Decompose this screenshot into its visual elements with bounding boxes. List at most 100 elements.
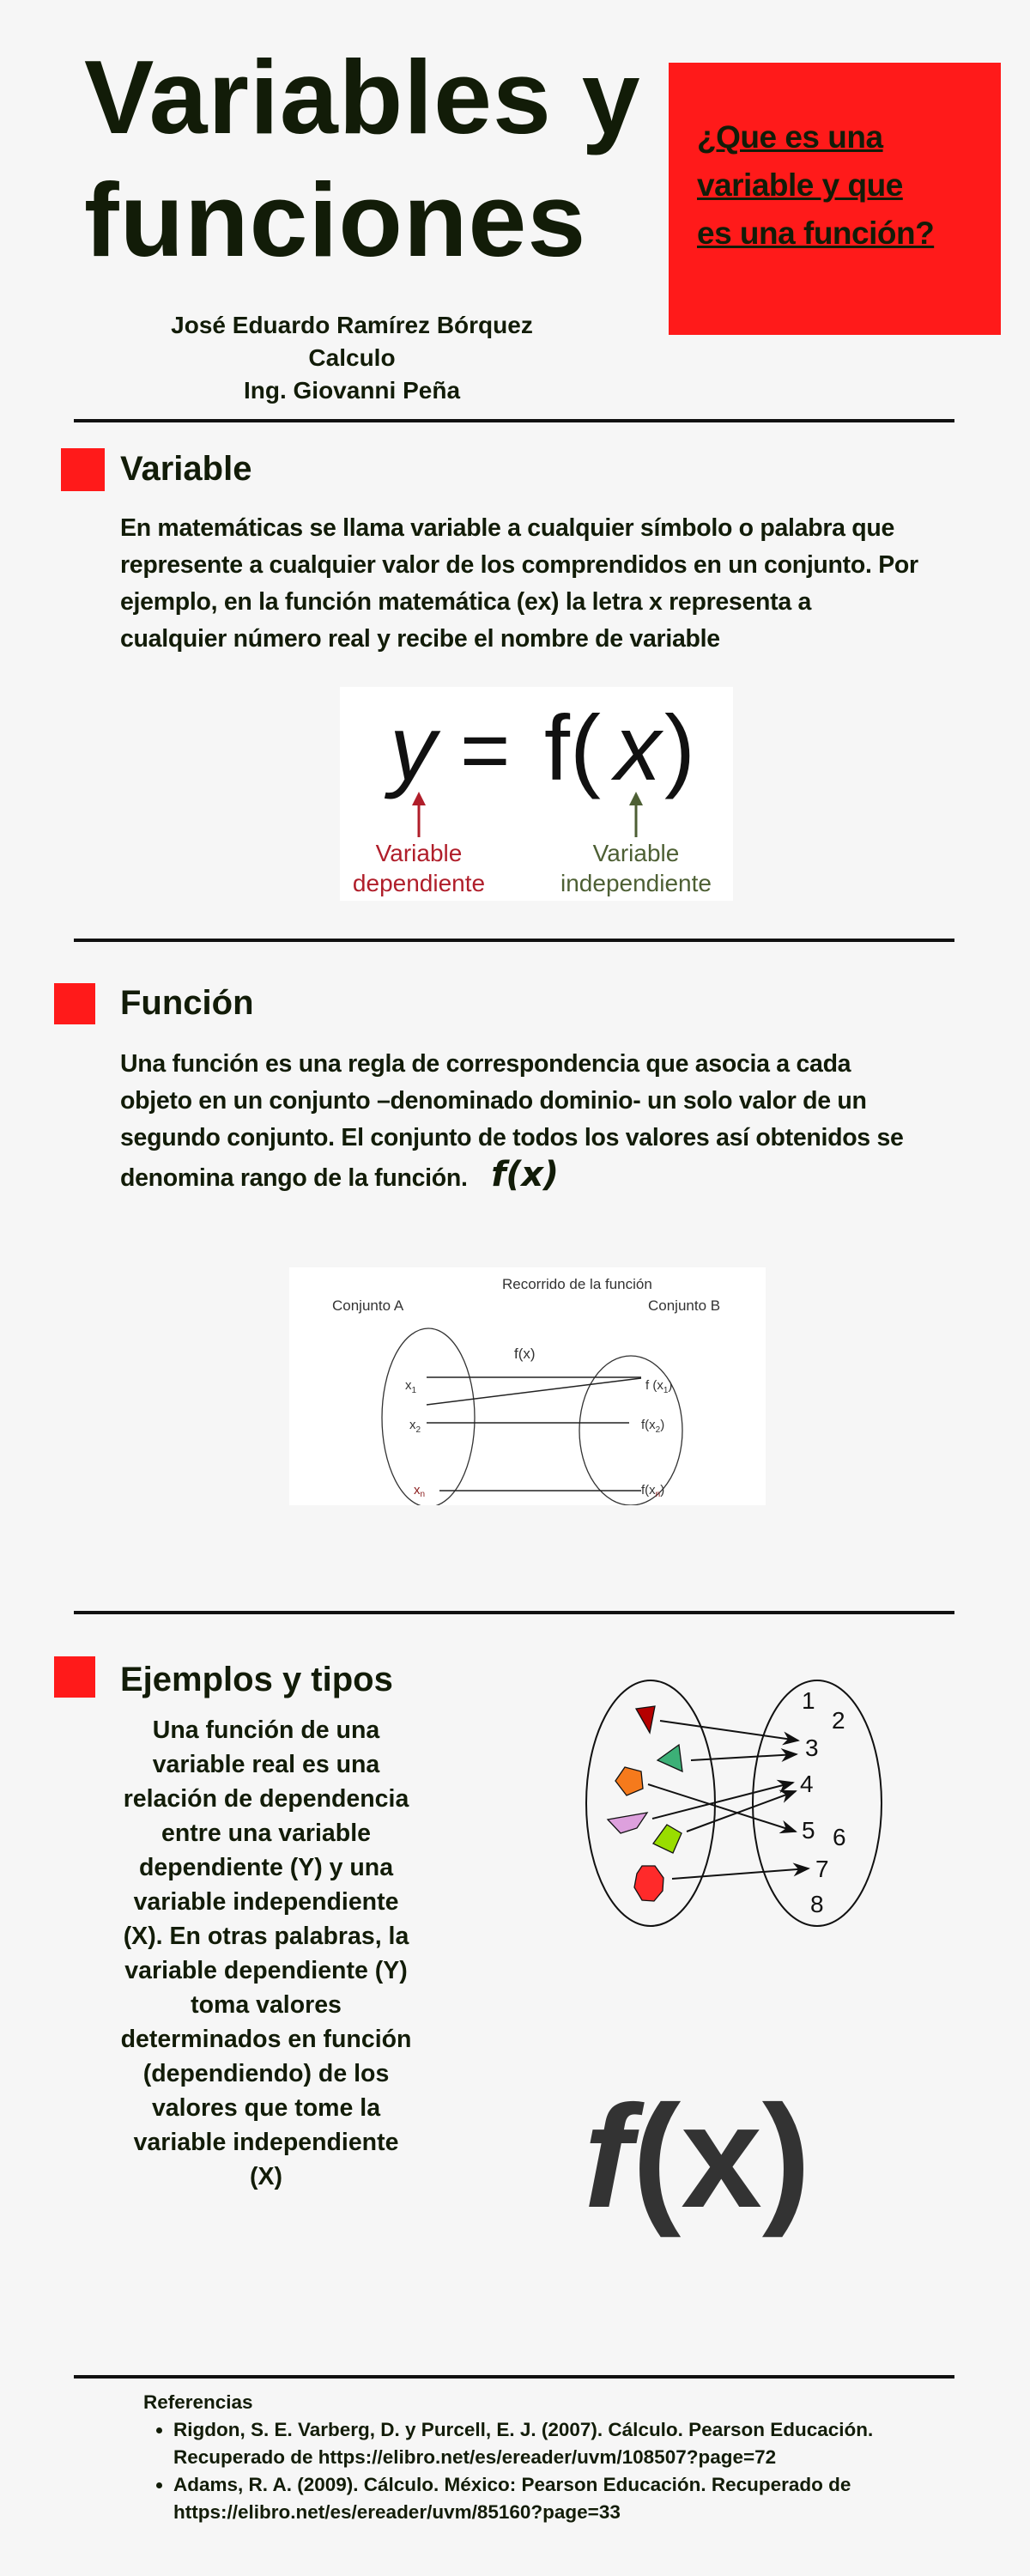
number-label: 6 (833, 1824, 846, 1850)
mapping-arrow (659, 1720, 800, 1746)
reference-item: Rigdon, S. E. Varberg, D. y Purcell, E. … (173, 2416, 912, 2471)
set-a-label: Conjunto A (332, 1297, 404, 1314)
equation-x: x (610, 696, 664, 799)
section-marker (54, 983, 95, 1024)
text-line-part: denomina rango de la función. (120, 1164, 468, 1192)
diagram-title: Recorrido de la función (502, 1276, 652, 1292)
section-marker (61, 448, 105, 491)
text-line: En matemáticas se llama variable a cualq… (120, 514, 895, 542)
equation-close: ) (664, 696, 695, 799)
text-line: variable independiente (133, 1888, 399, 1916)
trapezoid-shape (606, 1812, 649, 1834)
text-line: (X) (250, 2163, 282, 2190)
text-line: segundo conjunto. El conjunto de todos l… (120, 1124, 904, 1151)
text-line: (dependiendo) de los (142, 2060, 390, 2087)
number-label: 2 (832, 1707, 845, 1734)
set-a-ellipse (381, 1327, 476, 1505)
text-line: denomina rango de la función. f(x) (120, 1157, 904, 1197)
references: Referencias Rigdon, S. E. Varberg, D. y … (143, 2389, 912, 2526)
text-line: cualquier número real y recibe el nombre… (120, 625, 720, 653)
ejemplos-paragraph: Una función de una variable real es una … (94, 1713, 438, 2194)
fx-icon: f(x) (491, 1155, 559, 1194)
arrowhead-icon (412, 792, 426, 805)
square-shape (652, 1824, 682, 1854)
section-heading-variable: Variable (120, 450, 252, 488)
number-label: 1 (802, 1687, 815, 1714)
variable-paragraph: En matemáticas se llama variable a cualq… (120, 510, 918, 658)
independent-label: Variable (593, 840, 680, 866)
mapping-arrow (690, 1748, 798, 1763)
text-line: entre una variable (161, 1820, 371, 1847)
equation-image: y = f( x ) Variable dependiente Variable… (340, 687, 733, 901)
divider (74, 939, 954, 942)
number-label: 4 (800, 1771, 814, 1797)
question-line: ¿Que es una (697, 119, 883, 155)
text-line: determinados en función (120, 2026, 412, 2053)
set-b-ellipse (579, 1355, 683, 1505)
mapping-arrow (671, 1862, 810, 1880)
x1-label: x1 (405, 1378, 417, 1395)
section-marker (54, 1656, 95, 1698)
number-label: 8 (810, 1891, 824, 1917)
number-label: 7 (815, 1856, 829, 1882)
function-diagram: Recorrido de la función Conjunto A Conju… (289, 1267, 766, 1505)
dependent-label: Variable (376, 840, 463, 866)
triangle-shape (656, 1743, 683, 1773)
fx-close-paren: ) (762, 2075, 811, 2239)
text-line: relación de dependencia (123, 1785, 409, 1813)
text-line: variable dependiente (Y) (124, 1957, 408, 1984)
text-line: variable independiente (133, 2129, 399, 2156)
section-heading-funcion: Función (120, 984, 254, 1022)
xn-label: xn (414, 1483, 425, 1499)
text-line: represente a cualquier valor de los comp… (120, 551, 918, 579)
codomain-ellipse (752, 1680, 882, 1927)
big-fx-icon: f(x) (584, 2075, 810, 2239)
dependent-label: dependiente (353, 870, 485, 896)
fx-label: f(x) (514, 1346, 536, 1362)
question-box (669, 63, 1001, 335)
number-label: 3 (805, 1735, 819, 1761)
question-line: variable y que (697, 167, 903, 203)
section-heading-ejemplos: Ejemplos y tipos (120, 1661, 393, 1698)
question-link[interactable]: ¿Que es una variable y que es una funció… (697, 113, 935, 258)
mapping-arrow (651, 1779, 795, 1820)
author-name: José Eduardo Ramírez Bórquez (171, 312, 533, 338)
course-name: Calculo (308, 344, 396, 371)
page-title-line2: funciones (84, 161, 587, 278)
text-line: ejemplo, en la función matemática (ex) l… (120, 588, 812, 616)
mapping-arrow (647, 1783, 797, 1834)
text-line: Una función de una (152, 1716, 380, 1744)
arrowhead-icon (629, 792, 643, 805)
fx-open-paren: ( (633, 2075, 682, 2239)
pentagon-shape (615, 1766, 644, 1796)
fx1-label: f (x1) (645, 1378, 672, 1395)
fx2-label: f(x2) (641, 1418, 664, 1435)
teacher-name: Ing. Giovanni Peña (243, 377, 461, 404)
fx-x: x (681, 2075, 762, 2239)
text-line: objeto en un conjunto –denominado domini… (120, 1087, 867, 1115)
text-line: valores que tome la (151, 2094, 381, 2122)
mapping-line (426, 1377, 642, 1406)
set-b-label: Conjunto B (648, 1297, 720, 1314)
funcion-paragraph: Una función es una regla de corresponden… (120, 1046, 904, 1197)
text-line: dependiente (Y) y una (138, 1854, 394, 1881)
text-line: Una función es una regla de corresponden… (120, 1050, 851, 1078)
divider (74, 419, 954, 422)
divider (74, 2375, 954, 2379)
question-line: es una función? (697, 216, 935, 251)
page-title-line1: Variables y (84, 39, 641, 155)
x2-label: x2 (409, 1418, 421, 1435)
fx-text: f(x) (584, 2075, 810, 2239)
references-heading: Referencias (143, 2391, 253, 2413)
independent-label: independiente (560, 870, 712, 896)
equation-equals: = (460, 702, 510, 799)
text-line: (X). En otras palabras, la (123, 1923, 409, 1950)
equation-f: f( (544, 696, 601, 799)
text-line: variable real es una (152, 1751, 380, 1778)
equation-y: y (384, 696, 441, 799)
text-line: toma valores (191, 1991, 342, 2019)
reference-item: Adams, R. A. (2009). Cálculo. México: Pe… (173, 2471, 912, 2526)
octagon-shape (633, 1865, 664, 1902)
fxn-label: f(xn) (641, 1483, 664, 1499)
number-label: 5 (802, 1817, 815, 1844)
